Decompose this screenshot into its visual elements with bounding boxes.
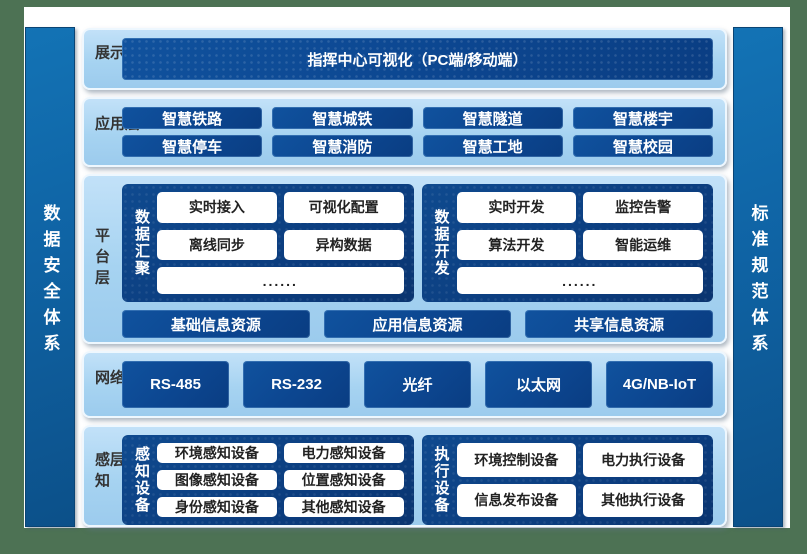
sensing-item: 图像感知设备 [157, 470, 277, 490]
group-data-aggregation: 数据汇聚 实时接入 可视化配置 离线同步 异构数据 ...... [122, 184, 414, 302]
command-center-visualization-box: 指挥中心可视化（PC端/移动端） [122, 38, 713, 80]
sensing-item: 位置感知设备 [283, 470, 404, 490]
app-item: 智慧消防 [272, 135, 413, 157]
pillar-data-security: 数据安全体系 [25, 27, 75, 527]
execution-item: 其他执行设备 [583, 483, 703, 517]
sensing-item: 其他感知设备 [283, 497, 404, 517]
app-item: 智慧工地 [422, 135, 563, 157]
layer-application: 应用层 智慧铁路 智慧城铁 智慧隧道 智慧楼宇 智慧停车 智慧消防 智慧工地 智… [82, 97, 727, 167]
layer-network: 网络层 RS-485 RS-232 光纤 以太网 4G/NB-IoT [82, 351, 727, 418]
group-execution-devices-label: 执行设备 [432, 446, 450, 514]
group-execution-devices: 执行设备 环境控制设备 电力执行设备 信息发布设备 其他执行设备 [422, 435, 714, 525]
group-data-aggregation-label: 数据汇聚 [133, 209, 150, 277]
platform-item-more: ...... [157, 267, 404, 294]
group-sensing-devices: 感知设备 环境感知设备 电力感知设备 图像感知设备 位置感知设备 身份感知设备 … [122, 435, 414, 525]
app-item: 智慧城铁 [272, 107, 413, 129]
platform-item: 实时接入 [157, 192, 277, 223]
resource-item: 共享信息资源 [525, 310, 713, 338]
app-item: 智慧楼宇 [572, 107, 713, 129]
pillar-standards: 标准规范体系 [733, 27, 783, 527]
layer-platform-label: 平台层 [93, 227, 110, 291]
platform-item: 监控告警 [583, 192, 703, 223]
pillar-standards-label: 标准规范体系 [748, 203, 768, 360]
group-data-development-label: 数据开发 [432, 209, 450, 277]
layer-perception-label: 感知层 [93, 451, 125, 494]
network-item: 4G/NB-IoT [606, 361, 713, 408]
group-data-development: 数据开发 实时开发 监控告警 算法开发 智能运维 ...... [422, 184, 714, 302]
platform-item: 异构数据 [283, 229, 404, 261]
sensing-item: 身份感知设备 [157, 497, 277, 517]
network-item: 以太网 [485, 361, 592, 408]
sensing-item: 电力感知设备 [283, 443, 404, 463]
layer-presentation: 展示层 指挥中心可视化（PC端/移动端） [82, 28, 727, 90]
group-sensing-devices-label: 感知设备 [133, 446, 150, 514]
execution-item: 信息发布设备 [456, 483, 577, 517]
network-item: 光纤 [364, 361, 471, 408]
resource-item: 基础信息资源 [122, 310, 310, 338]
layer-platform: 平台层 数据汇聚 实时接入 可视化配置 离线同步 异构数据 ...... 数据开… [82, 174, 727, 344]
pillar-data-security-label: 数据安全体系 [40, 203, 60, 360]
platform-item: 实时开发 [456, 192, 577, 223]
network-item: RS-485 [122, 361, 229, 408]
execution-item: 环境控制设备 [456, 443, 577, 477]
app-item: 智慧停车 [122, 135, 263, 157]
application-grid: 智慧铁路 智慧城铁 智慧隧道 智慧楼宇 智慧停车 智慧消防 智慧工地 智慧校园 [122, 107, 713, 157]
network-grid: RS-485 RS-232 光纤 以太网 4G/NB-IoT [122, 361, 713, 408]
resource-item: 应用信息资源 [323, 310, 512, 338]
platform-item: 智能运维 [583, 229, 703, 261]
app-item: 智慧隧道 [422, 107, 563, 129]
execution-item: 电力执行设备 [583, 443, 703, 477]
app-item: 智慧铁路 [122, 107, 263, 129]
information-resources-row: 基础信息资源 应用信息资源 共享信息资源 [122, 310, 713, 338]
platform-item: 可视化配置 [283, 192, 404, 223]
sensing-item: 环境感知设备 [157, 443, 277, 463]
network-item: RS-232 [243, 361, 350, 408]
layer-perception: 感知层 感知设备 环境感知设备 电力感知设备 图像感知设备 位置感知设备 身份感… [82, 425, 727, 527]
app-item: 智慧校园 [572, 135, 713, 157]
platform-item: 离线同步 [157, 229, 277, 261]
platform-item: 算法开发 [456, 229, 577, 261]
platform-item-more: ...... [456, 267, 703, 294]
